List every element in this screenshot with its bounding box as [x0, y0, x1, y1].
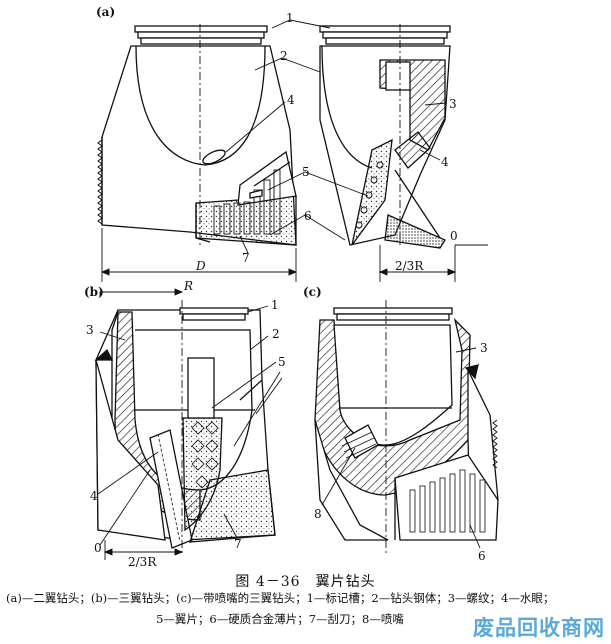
b-dim-two-thirds-R: 2/3R: [128, 555, 157, 569]
a-label-4: 4: [287, 93, 295, 107]
a-dim-D: D: [195, 259, 206, 273]
panel-c-three-wing-bit-with-nozzle: [314, 300, 499, 556]
a-dim-two-thirds-R: 2/3R: [395, 259, 424, 273]
a-label-7: 7: [242, 251, 250, 265]
a-label-zero: 0: [450, 229, 458, 243]
a-label-3: 3: [449, 97, 457, 111]
b-label-zero: 0: [94, 541, 102, 555]
legend-line-1: (a)—二翼钻头；(b)—三翼钻头；(c)—带喷嘴的三翼钻头；1—标记槽；2—钻…: [6, 591, 555, 605]
label-layer: (a) (b) (c) 1 2 4 5 6 7 3 4 0 D 2/3R 1 2…: [84, 5, 488, 569]
legend-line-2: 5—翼片；6—硬质合金薄片；7—刮刀；8—喷嘴: [156, 612, 404, 626]
panel-b-three-wing-bit: [94, 300, 276, 556]
panel-label-b: (b): [84, 285, 104, 299]
b-label-2: 2: [272, 327, 280, 341]
c-label-8: 8: [314, 507, 322, 521]
b-dim-R: R: [183, 279, 193, 293]
watermark: 废品回收商网: [473, 616, 605, 640]
panel-c-leaders: [321, 347, 481, 549]
c-label-6: 6: [478, 549, 486, 563]
panel-b-dimensions: [99, 288, 184, 560]
panel-a-dimensions: [100, 228, 488, 282]
b-label-7: 7: [234, 537, 242, 551]
a-label-6: 6: [304, 209, 312, 223]
b-label-5: 5: [278, 355, 286, 369]
a-label-5: 5: [302, 165, 310, 179]
panel-a-two-wing-bit: [97, 24, 451, 249]
a-label-4b: 4: [441, 155, 449, 169]
b-label-3: 3: [86, 323, 94, 337]
a-label-1: 1: [286, 11, 294, 25]
panel-label-c: (c): [303, 285, 322, 299]
a-label-2: 2: [280, 49, 288, 63]
panel-b-leaders: [97, 305, 283, 546]
figure-caption: 图 4－36 翼片钻头: [235, 574, 376, 590]
b-label-1: 1: [271, 298, 279, 312]
c-label-3: 3: [480, 341, 488, 355]
b-label-4: 4: [90, 489, 98, 503]
panel-label-a: (a): [96, 5, 115, 19]
panel-a-leaders: [225, 19, 447, 254]
